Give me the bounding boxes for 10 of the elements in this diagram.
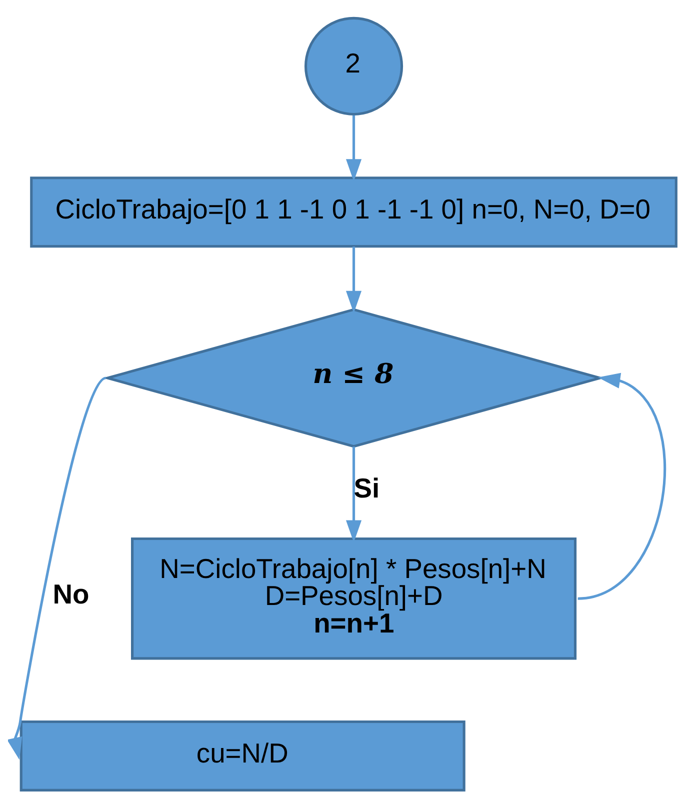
arrow xyxy=(346,446,362,542)
arrow xyxy=(346,115,362,182)
arrow xyxy=(578,372,666,600)
edge-label: No xyxy=(52,578,90,610)
node-box: N=CicloTrabajo[n] * Pesos[n]+N D=Pesos[n]+D n=n+1 xyxy=(131,537,577,660)
arrow xyxy=(8,377,107,760)
arrow xyxy=(346,246,362,314)
node-box: CicloTrabajo=[0 1 1 -1 0 1 -1 -1 0] n=0, N=0, D=0 xyxy=(30,176,678,248)
node-box: cu=N/D xyxy=(20,720,466,792)
node-circle: 2 xyxy=(304,16,404,116)
